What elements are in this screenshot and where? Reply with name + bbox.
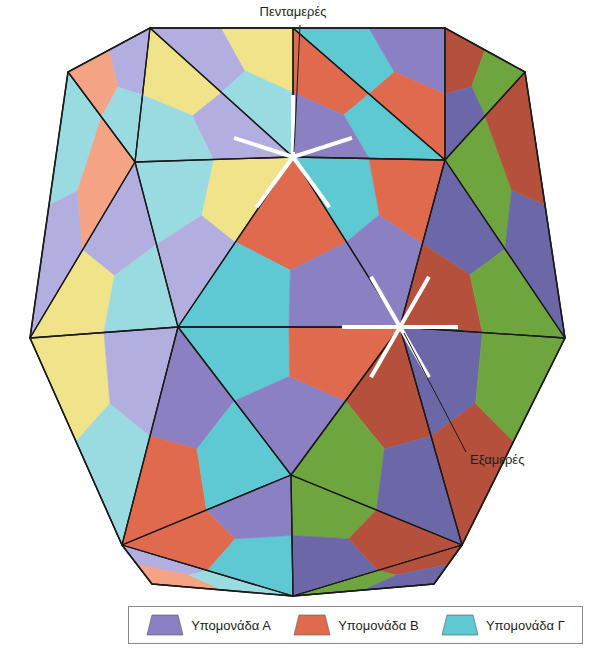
legend-text: Υπομονάδα Γ — [486, 618, 565, 633]
subunit-patch — [400, 244, 483, 333]
subunit-patch — [505, 190, 565, 338]
swatch-shape — [442, 615, 478, 635]
symmetry-spoke — [293, 157, 329, 207]
face-outline — [293, 28, 445, 160]
swatch-shape — [294, 615, 330, 635]
subunit-patch — [293, 93, 369, 159]
face-outline — [122, 327, 291, 545]
subunit-patch — [207, 475, 293, 539]
face-outline — [400, 327, 565, 545]
symmetry-spoke — [257, 157, 293, 207]
structure-label: Εξαμερές — [470, 452, 524, 467]
swatch-shape — [147, 615, 183, 635]
face-outline — [30, 327, 178, 545]
legend-text: Υπομονάδα Α — [191, 618, 271, 633]
subunit-patch — [485, 72, 545, 205]
face-outline — [291, 475, 462, 596]
face-outline — [293, 28, 445, 160]
legend-item: Υπομονάδα Α — [146, 613, 271, 637]
subunit-patch — [178, 242, 290, 327]
face-outline — [178, 157, 400, 327]
face-outline — [30, 72, 135, 338]
symmetry-spoke — [371, 327, 400, 377]
legend-swatch — [441, 613, 479, 637]
face-outline — [178, 327, 400, 475]
face-outline — [445, 28, 525, 160]
face-outline — [135, 28, 293, 162]
face-outline — [68, 28, 150, 162]
face-outline — [445, 72, 565, 338]
subunit-patch — [193, 93, 293, 160]
face-outline — [400, 160, 565, 338]
symmetry-spoke — [234, 138, 293, 157]
legend-item: Υπομονάδα Β — [293, 613, 418, 637]
face-outline — [135, 157, 293, 327]
face-outline — [30, 162, 178, 338]
leader-line — [404, 333, 466, 452]
symmetry-spoke — [400, 325, 458, 329]
legend-box: Υπομονάδα Α Υπομονάδα Β Υπομονάδα Γ — [128, 606, 583, 644]
legend-item: Υπομονάδα Γ — [441, 613, 565, 637]
legend-text: Υπομονάδα Β — [338, 618, 418, 633]
legend-swatch — [293, 613, 331, 637]
symmetry-spoke — [293, 138, 352, 157]
subunit-patch — [30, 250, 114, 338]
symmetry-spoke — [400, 277, 429, 327]
structure-label: Πενταμερές — [260, 4, 327, 19]
leader-line — [294, 25, 300, 152]
legend-swatch — [146, 613, 184, 637]
subunit-patch — [476, 333, 565, 442]
capsid-outline — [30, 28, 565, 596]
symmetry-spoke — [342, 325, 400, 329]
face-outline — [291, 327, 462, 545]
symmetry-spoke — [371, 277, 400, 327]
face-outline — [293, 157, 445, 327]
subunit-patch — [369, 72, 445, 160]
